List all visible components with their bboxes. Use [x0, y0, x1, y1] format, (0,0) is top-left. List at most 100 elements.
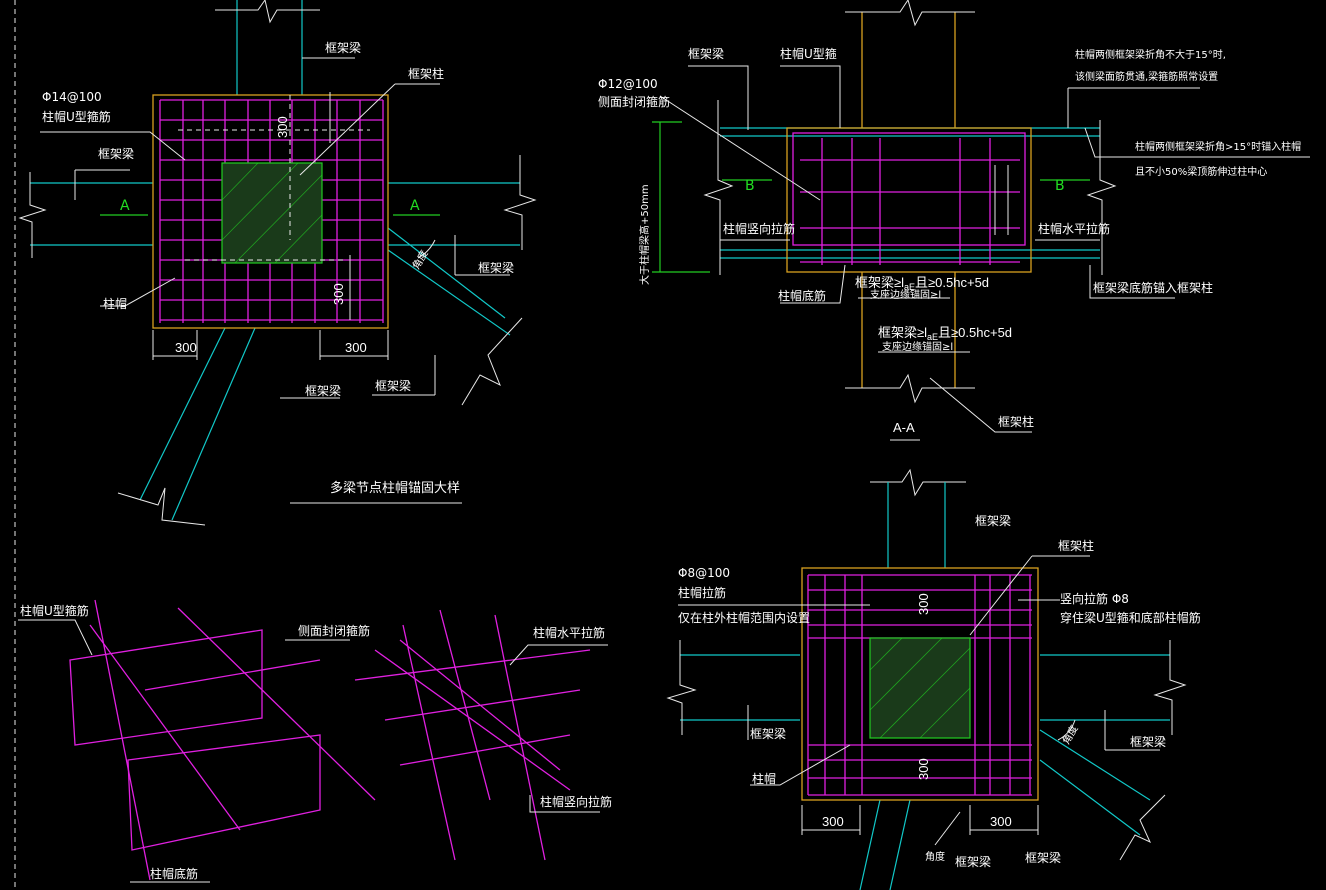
section-b-right: B — [1055, 178, 1065, 194]
plan1-column-hatch — [221, 162, 323, 264]
plan1-rebar-name: 柱帽U型箍筋 — [42, 109, 111, 124]
section-green-dim — [652, 121, 710, 273]
leader-iso-vert — [529, 795, 600, 813]
section-note2-line1: 柱帽两侧框架梁折角>15°时锚入柱帽 — [1135, 140, 1301, 153]
section-label-cap-u: 柱帽U型箍 — [780, 46, 837, 61]
plan1-label-column: 框架柱 — [408, 66, 444, 81]
section-label-bottom-rebar: 柱帽底筋 — [778, 288, 826, 303]
leader-bottom-rebar — [780, 264, 846, 304]
plan2-beam-diag — [1039, 729, 1151, 836]
leader-note2 — [1084, 127, 1310, 158]
section-label-beam-anchor: 框架梁底筋锚入框架柱 — [1093, 280, 1213, 295]
plan2-label-beam-right: 框架梁 — [1130, 734, 1166, 749]
section-vert-tie-marks — [994, 165, 1009, 235]
leader-section-cap-u — [780, 65, 841, 128]
leader-plan2-beam-bottom — [934, 811, 961, 846]
iso-u-stirrups — [69, 599, 376, 881]
leader-iso-u — [18, 619, 93, 656]
plan2-detail: Φ8@100 柱帽拉筋 仅在柱外柱帽范围内设置 框架梁 框架柱 竖向拉筋 Φ8 … — [666, 468, 1201, 890]
plan2-beam-top — [887, 482, 946, 568]
plan1-label-cap: 柱帽 — [103, 296, 127, 311]
leader-beam-bottom — [280, 355, 436, 399]
plan2-label-column: 框架柱 — [1058, 538, 1094, 553]
leader-cap — [100, 277, 176, 307]
leader-column — [299, 83, 440, 176]
beam-right-lines — [388, 182, 520, 246]
iso-detail: 柱帽U型箍筋 侧面封闭箍筋 柱帽底筋 柱帽水平拉筋 柱帽竖向拉筋 — [18, 599, 612, 883]
break-mark-right — [503, 155, 537, 250]
section-cap-outline — [786, 127, 1032, 273]
beam-left-lines — [30, 182, 153, 246]
section-column-top — [861, 12, 956, 128]
section-note1-line2: 该侧梁面筋贯通,梁箍筋照常设置 — [1075, 70, 1218, 83]
section-vert-dim: 大于柱帽梁高+50mm — [638, 184, 651, 285]
plan2-label-beam-bottom2: 框架梁 — [1025, 850, 1061, 865]
leader-note1 — [1067, 87, 1200, 128]
section-anchor1: 框架梁≥laE且≥0.5hc+5d — [855, 275, 989, 292]
plan2-vert-tie-line1: 竖向拉筋 Φ8 — [1060, 591, 1129, 606]
iso-label-vert: 柱帽竖向拉筋 — [540, 794, 612, 809]
section-break-left — [703, 100, 734, 275]
plan2-break-diag — [1119, 794, 1166, 861]
plan2-dim-br: 300 — [990, 814, 1012, 829]
break-mark-diag-right — [461, 317, 523, 406]
plan2-label-beam-bottom1: 框架梁 — [955, 854, 991, 869]
plan2-rebar-spec: Φ8@100 — [678, 566, 730, 580]
plan2-label-cap: 柱帽 — [752, 771, 776, 786]
plan1-detail: Φ14@100 柱帽U型箍筋 框架梁 框架梁 框架柱 柱帽 框架梁 框架梁 框架… — [18, 0, 537, 526]
plan2-dim-lines — [801, 805, 1039, 835]
section-break-bottom — [845, 373, 975, 404]
beam-top-lines — [236, 0, 303, 95]
plan2-column-hatch — [869, 637, 971, 739]
plan2-label-beam-top: 框架梁 — [975, 513, 1011, 528]
section-column-bottom — [861, 272, 956, 388]
leader-anchor-underlines — [858, 297, 970, 353]
plan1-label-beam-left: 框架梁 — [98, 146, 134, 161]
leader-plan2-column — [969, 555, 1090, 636]
section-note1-line1: 柱帽两侧框架梁折角不大于15°时, — [1075, 48, 1226, 61]
section-rebar-spec: Φ12@100 — [598, 77, 658, 91]
iso-label-bottom: 柱帽底筋 — [150, 866, 198, 881]
plan1-label-beam-bottom1: 框架梁 — [305, 383, 341, 398]
plan2-break-top — [870, 468, 966, 497]
plan2-angle-label2: 角度 — [1059, 723, 1080, 747]
break-mark-left — [18, 172, 47, 258]
leader-plan2-beam-right — [1104, 710, 1160, 751]
section-aa-detail: Φ12@100 侧面封闭箍筋 框架梁 柱帽U型箍 柱帽两侧框架梁折角不大于15°… — [598, 0, 1310, 441]
section-caption: A-A — [893, 420, 915, 435]
plan2-break-left — [666, 640, 697, 735]
section-label-vert-tie: 柱帽竖向拉筋 — [723, 221, 795, 236]
beam-diag-right — [387, 227, 511, 336]
plan1-dim-top: 300 — [275, 116, 290, 138]
plan2-break-right — [1153, 640, 1187, 735]
plan2-rebar-note: 仅在柱外柱帽范围内设置 — [678, 610, 810, 625]
plan2-beam-sides — [680, 654, 1170, 721]
leader-iso-horiz — [509, 644, 608, 666]
break-mark-diag-bottom — [117, 487, 206, 526]
iso-label-horiz: 柱帽水平拉筋 — [533, 625, 605, 640]
plan1-label-beam-bottom2: 框架梁 — [375, 378, 411, 393]
plan2-hatch-lines — [869, 637, 971, 739]
section-break-top — [845, 0, 975, 27]
section-b-left: B — [745, 178, 755, 194]
plan1-section-right: A — [410, 198, 420, 214]
leader-plan2-cap — [750, 744, 851, 786]
break-mark-top — [215, 0, 320, 24]
section-label-column: 框架柱 — [998, 414, 1034, 429]
section-anchor2: 框架梁≥laE且≥0.5hc+5d — [878, 325, 1012, 342]
leader-beam-right — [454, 235, 510, 276]
leader-beam-left — [74, 169, 130, 200]
section-rebar-name: 侧面封闭箍筋 — [598, 94, 670, 109]
beam-diag-bottom — [139, 327, 256, 521]
section-beam-lines — [720, 127, 1100, 259]
plan1-dim-bl: 300 — [175, 340, 197, 355]
iso-ties — [354, 609, 591, 861]
plan-caption: 多梁节点柱帽锚固大样 — [330, 480, 460, 496]
iso-label-side: 侧面封闭箍筋 — [298, 623, 370, 638]
plan1-cap-outline — [152, 94, 389, 329]
leader-beam-anchor — [1089, 265, 1175, 299]
plan1-dashed-refs — [178, 95, 370, 261]
plan1-label-beam-right: 框架梁 — [478, 260, 514, 275]
iso-label-u: 柱帽U型箍筋 — [20, 603, 89, 618]
